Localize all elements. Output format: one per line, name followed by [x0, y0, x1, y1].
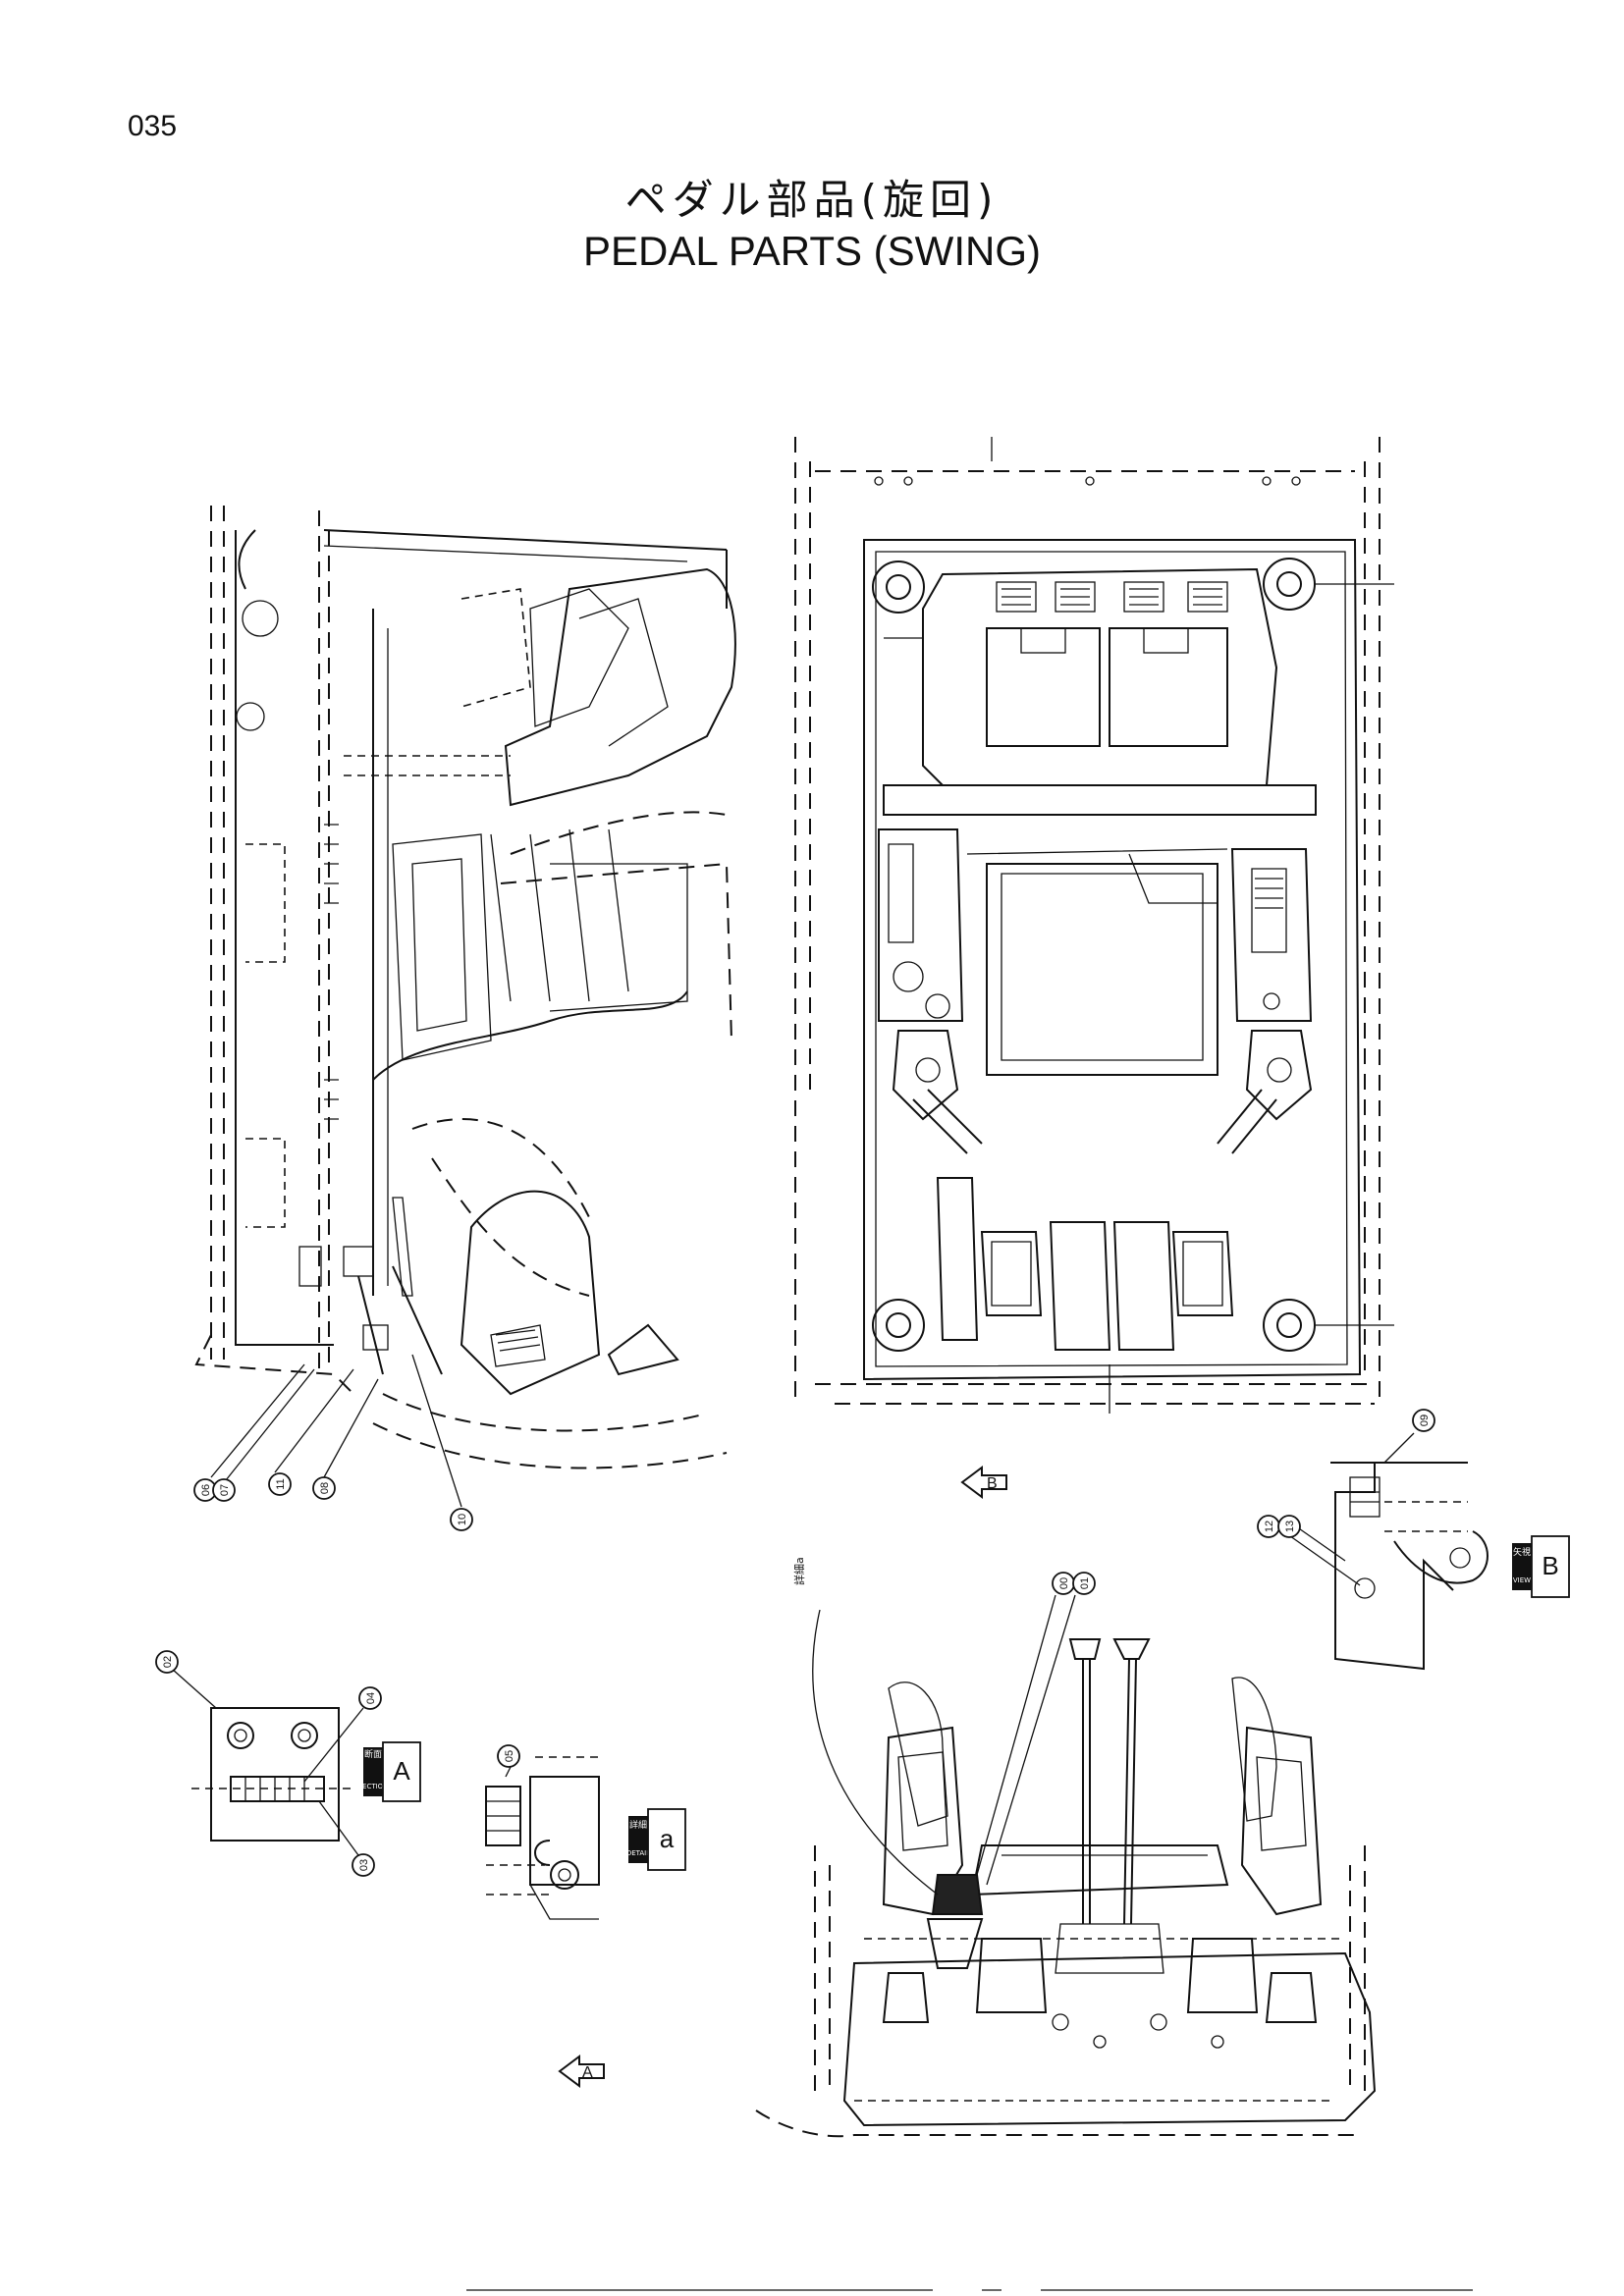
view-arrow-a: A — [558, 2055, 605, 2088]
svg-text:06: 06 — [200, 1484, 212, 1496]
svg-text:05: 05 — [504, 1750, 515, 1762]
title-english: PEDAL PARTS (SWING) — [583, 228, 1041, 274]
svg-text:10: 10 — [457, 1514, 468, 1525]
section-a-tag-en: SECTION — [358, 1783, 389, 1790]
svg-text:11: 11 — [275, 1478, 287, 1489]
svg-text:04: 04 — [365, 1692, 377, 1704]
svg-text:12: 12 — [1264, 1521, 1275, 1532]
callout-00: 00 — [1052, 1572, 1075, 1595]
section-a-tag: 断面 SECTION A — [358, 1741, 421, 1802]
detail-a-tag-jp: 詳細 — [629, 1819, 647, 1831]
callout-01: 01 — [1072, 1572, 1096, 1595]
view-b-tag-en: VIEW — [1513, 1576, 1531, 1584]
svg-text:09: 09 — [1419, 1415, 1431, 1426]
detail-a-drawing — [485, 1756, 604, 1920]
callout-02: 02 — [155, 1650, 179, 1674]
page-number: 035 — [128, 110, 178, 142]
callout-08: 08 — [312, 1476, 336, 1500]
callout-10: 10 — [450, 1508, 473, 1531]
detail-a-tag-letter: a — [660, 1824, 675, 1853]
plan-view-drawing — [794, 437, 1394, 1414]
callout-13: 13 — [1277, 1515, 1301, 1538]
view-arrow-b-letter: B — [987, 1475, 998, 1492]
callout-11: 11 — [268, 1472, 292, 1496]
detail-a-marker: 詳細a — [792, 1557, 806, 1585]
detail-a-tag-en: DETAIL — [626, 1849, 650, 1857]
view-b-tag-letter: B — [1542, 1551, 1558, 1580]
svg-text:03: 03 — [358, 1859, 370, 1871]
front-view-drawing — [755, 1594, 1377, 2138]
section-a-tag-jp: 断面 — [364, 1748, 382, 1760]
svg-text:00: 00 — [1058, 1577, 1070, 1589]
svg-text:01: 01 — [1079, 1577, 1091, 1589]
svg-text:02: 02 — [162, 1656, 174, 1668]
side-view-drawing — [194, 506, 736, 1469]
svg-text:08: 08 — [319, 1482, 331, 1494]
view-b-tag: 矢視 VIEW B — [1512, 1535, 1570, 1598]
title-japanese: ペダル部品(旋回) — [624, 176, 1000, 224]
section-a-tag-letter: A — [393, 1756, 410, 1786]
section-a-drawing — [171, 1668, 364, 1856]
callout-07: 07 — [212, 1478, 236, 1502]
view-b-drawing — [1275, 1432, 1489, 1671]
view-arrow-a-letter: A — [582, 2064, 593, 2081]
detail-a-tag: 詳細 DETAIL a — [626, 1808, 686, 1871]
svg-text:13: 13 — [1284, 1521, 1296, 1532]
callout-12: 12 — [1257, 1515, 1280, 1538]
view-arrow-b: B — [960, 1466, 1007, 1499]
svg-text:07: 07 — [219, 1484, 231, 1496]
callout-04: 04 — [358, 1686, 382, 1710]
view-b-tag-jp: 矢視 — [1513, 1546, 1531, 1558]
callout-09: 09 — [1412, 1409, 1435, 1432]
callout-03: 03 — [352, 1853, 375, 1877]
side-view-leaders — [210, 1354, 462, 1508]
callout-05: 05 — [497, 1744, 520, 1768]
